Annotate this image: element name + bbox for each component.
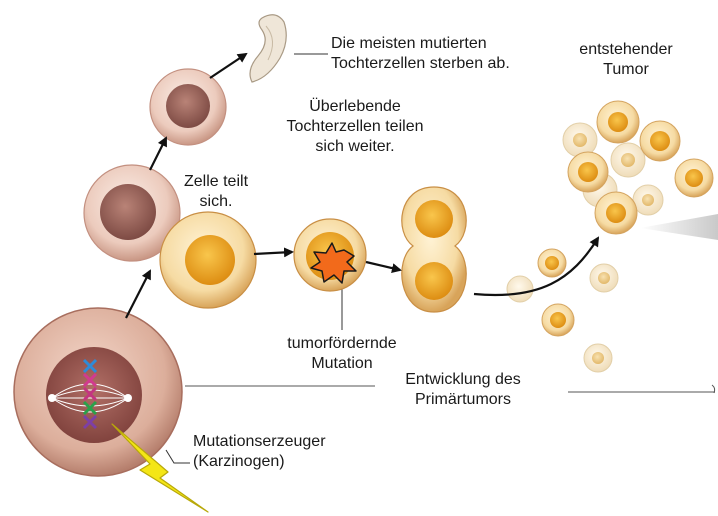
light-wedge	[640, 214, 718, 240]
arrow-dividing-to-upper	[150, 138, 166, 170]
label-emerging-tumor: entstehender Tumor	[566, 40, 686, 80]
label-cell-divides: Zelle teilt sich.	[166, 172, 266, 212]
arrow-mutated-to-peanut	[366, 262, 400, 270]
mutated-cell	[294, 219, 366, 291]
label-primary-tumor: Entwicklung des Primärtumors	[378, 370, 548, 410]
daughter-cell-upper	[150, 69, 226, 145]
label-tumor-mutation: tumorfördernde Mutation	[252, 334, 432, 374]
dividing-tumor-cell	[402, 187, 466, 312]
pointer-mutagen	[166, 450, 190, 463]
arrow-dividing-to-mutated	[254, 252, 292, 254]
arrow-parent-to-dividing	[126, 271, 150, 318]
scattered-cells	[507, 249, 618, 372]
tumor-cluster	[563, 101, 713, 234]
arrow-peanut-to-tumor	[474, 238, 598, 295]
label-mutagen: Mutationserzeuger (Karzinogen)	[193, 432, 326, 472]
dying-cell	[250, 15, 286, 82]
arrow-upper-to-dying	[210, 54, 246, 78]
parent-cell	[14, 308, 182, 476]
label-surviving-cells: Überlebende Tochterzellen teilen sich we…	[270, 97, 440, 157]
label-dying-cells: Die meisten mutierten Tochterzellen ster…	[331, 34, 510, 74]
